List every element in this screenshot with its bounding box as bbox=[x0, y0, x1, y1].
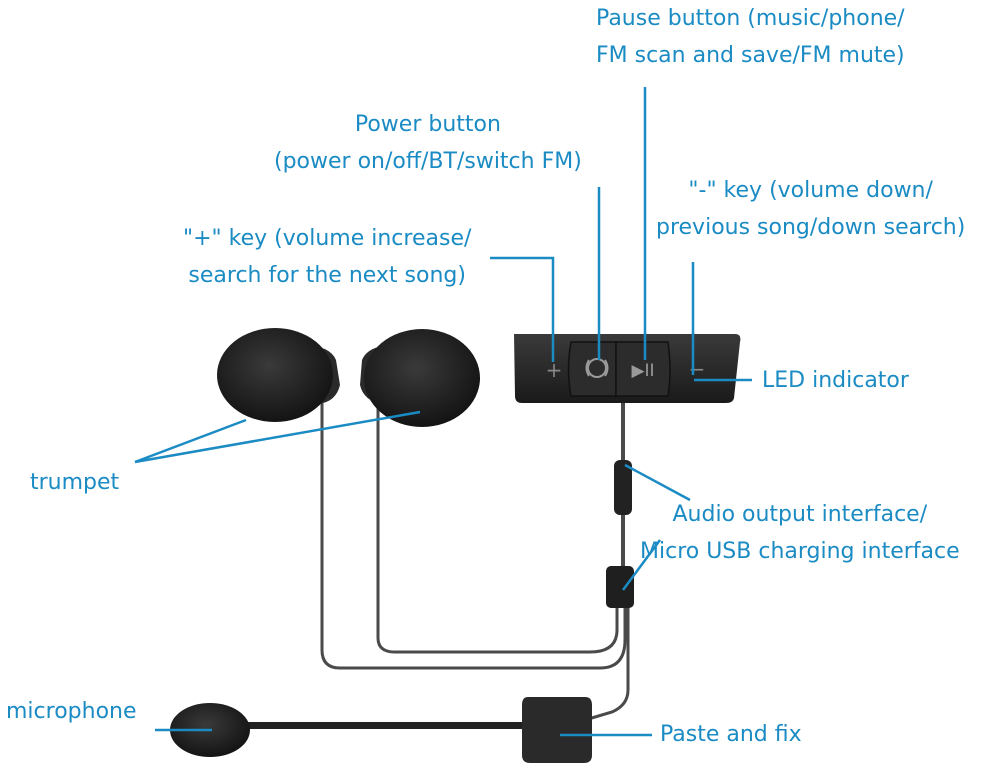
mic-cable bbox=[584, 605, 630, 722]
led-indicator-label: LED indicator bbox=[762, 368, 909, 393]
microphone-assembly bbox=[170, 697, 592, 763]
paste-fix-pad bbox=[522, 697, 592, 763]
pause-button-label: Pause button (music/phone/ FM scan and s… bbox=[596, 6, 905, 68]
plus-key-label: "+" key (volume increase/ search for the… bbox=[183, 226, 472, 288]
left-speaker bbox=[217, 328, 340, 422]
right-speaker bbox=[360, 329, 480, 427]
minus-key-label: "-" key (volume down/ previous song/down… bbox=[656, 178, 966, 240]
power-button-label: Power button (power on/off/BT/switch FM) bbox=[274, 112, 582, 174]
paste-fix-label: Paste and fix bbox=[660, 722, 802, 747]
play-pause-icon[interactable]: ▶II bbox=[631, 361, 654, 381]
control-panel: + ▶II − bbox=[514, 334, 741, 403]
minus-key[interactable]: − bbox=[689, 357, 706, 381]
audio-interface-label: Audio output interface/ Micro USB chargi… bbox=[640, 502, 960, 564]
trumpet-label: trumpet bbox=[30, 470, 120, 495]
usb-connector bbox=[606, 566, 634, 608]
left-speaker-cable bbox=[320, 398, 627, 670]
cables bbox=[320, 395, 630, 722]
audio-connector bbox=[614, 460, 632, 515]
power-icon[interactable] bbox=[585, 358, 609, 378]
callout-lines bbox=[134, 87, 752, 737]
plus-key[interactable]: + bbox=[546, 358, 563, 382]
right-speaker-cable bbox=[376, 395, 619, 654]
microphone-label: microphone bbox=[6, 699, 137, 724]
